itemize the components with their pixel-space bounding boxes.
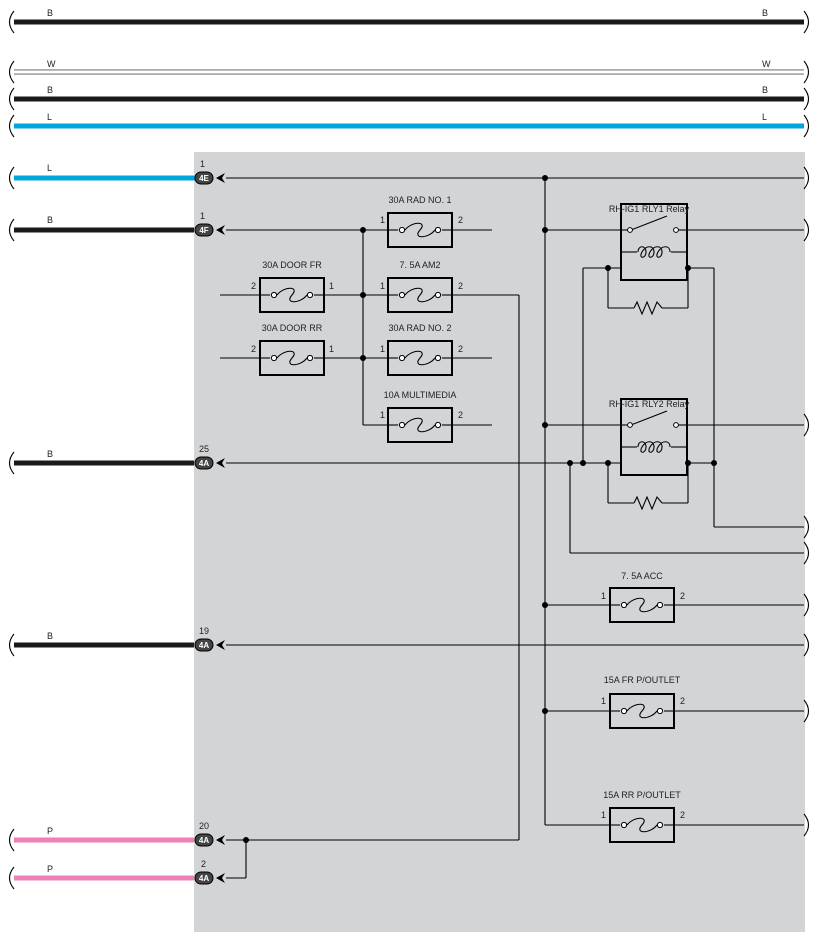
- pin-label: 1: [329, 344, 334, 354]
- harness-wire-2: W W: [8, 59, 810, 84]
- wire-label: P: [47, 864, 53, 874]
- connector-4A-pin-19: 4A 19: [194, 626, 225, 652]
- fuse-rad-no-1: 30A RAD NO. 1 1 2: [380, 195, 463, 248]
- relay-label: RH-IG1 RLY2 Relay: [609, 399, 690, 409]
- connector-pin: 20: [199, 821, 209, 831]
- wire-label: L: [47, 112, 52, 122]
- connector-pin: 1: [200, 211, 205, 221]
- wire-label: B: [47, 215, 53, 225]
- connector-code: 4A: [199, 459, 209, 468]
- relay-rh-ig1-rly2: RH-IG1 RLY2 Relay: [609, 398, 690, 476]
- pin-label: 2: [680, 810, 685, 820]
- connector-4F-pin-1: 4F 1: [194, 211, 225, 237]
- input-wire-4E-1: L: [8, 163, 194, 190]
- input-wire-4A-25: B: [8, 449, 194, 475]
- pin-label: 1: [601, 591, 606, 601]
- connector-pin: 25: [199, 444, 209, 454]
- fuse-fr-p-outlet: 15A FR P/OUTLET 1 2: [601, 675, 685, 729]
- connector-pin: 2: [201, 859, 206, 869]
- wire-label: W: [47, 59, 56, 69]
- input-wire-4A-2: P: [8, 864, 194, 890]
- connector-pin: 1: [200, 159, 205, 169]
- harness-wire-4: L L: [8, 112, 810, 138]
- internal-wiring: [220, 177, 804, 879]
- wire-label: B: [47, 8, 53, 18]
- pin-label: 2: [458, 344, 463, 354]
- wire-label: B: [762, 85, 768, 95]
- connector-4E-pin-1: 4E 1: [194, 159, 225, 185]
- fuse-label: 30A RAD NO. 1: [388, 195, 451, 205]
- connector-code: 4A: [199, 641, 209, 650]
- connector-code: 4A: [199, 836, 209, 845]
- fuse-am2: 7. 5A AM2 1 2: [380, 260, 463, 313]
- pin-label: 1: [601, 810, 606, 820]
- fuse-door-rr: 30A DOOR RR 2 1: [251, 323, 334, 376]
- wire-label: B: [762, 8, 768, 18]
- wire-label: W: [762, 59, 771, 69]
- pin-label: 2: [458, 281, 463, 291]
- fuse-door-fr: 30A DOOR FR 2 1: [251, 260, 334, 313]
- relay-label: RH-IG1 RLY1 Relay: [609, 204, 690, 214]
- wire-label: B: [47, 631, 53, 641]
- relay-rh-ig1-rly1: RH-IG1 RLY1 Relay: [609, 203, 690, 281]
- pin-label: 1: [601, 696, 606, 706]
- fuse-label: 7. 5A AM2: [399, 260, 440, 270]
- connector-code: 4E: [199, 174, 209, 183]
- fuse-rad-no-2: 30A RAD NO. 2 1 2: [380, 323, 463, 376]
- harness-wire-1: B B: [8, 8, 810, 34]
- fuse-acc: 7. 5A ACC 1 2: [601, 571, 685, 623]
- pin-label: 1: [380, 344, 385, 354]
- connector-code: 4F: [199, 226, 208, 235]
- right-edge-terminations: [803, 166, 810, 837]
- fuse-label: 30A DOOR FR: [262, 260, 322, 270]
- pin-label: 2: [680, 591, 685, 601]
- fuse-label: 15A FR P/OUTLET: [604, 675, 681, 685]
- pin-label: 2: [458, 215, 463, 225]
- wire-label: B: [47, 85, 53, 95]
- pin-label: 1: [329, 281, 334, 291]
- fuse-label: 10A MULTIMEDIA: [384, 390, 457, 400]
- fuse-label: 7. 5A ACC: [621, 571, 663, 581]
- pin-label: 2: [680, 696, 685, 706]
- pin-label: 2: [251, 344, 256, 354]
- input-wire-4A-20: P: [8, 826, 194, 852]
- connector-4A-pin-25: 4A 25: [194, 444, 225, 470]
- fuse-label: 30A RAD NO. 2: [388, 323, 451, 333]
- junction-block-panel: [194, 152, 805, 932]
- pin-label: 1: [380, 410, 385, 420]
- pin-label: 2: [251, 281, 256, 291]
- connector-code: 4A: [199, 874, 209, 883]
- pin-label: 2: [458, 410, 463, 420]
- connector-pin: 19: [199, 626, 209, 636]
- connector-4A-pin-2: 4A 2: [194, 859, 225, 885]
- fuse-multimedia: 10A MULTIMEDIA 1 2: [380, 390, 463, 443]
- harness-wire-3: B B: [8, 85, 810, 111]
- connector-4A-pin-20: 4A 20: [194, 821, 225, 847]
- wire-label: P: [47, 826, 53, 836]
- input-wire-4F-1: B: [8, 215, 194, 242]
- wire-label: L: [47, 163, 52, 173]
- pin-label: 1: [380, 215, 385, 225]
- input-wire-4A-19: B: [8, 631, 194, 657]
- fuse-label: 15A RR P/OUTLET: [603, 790, 681, 800]
- pin-label: 1: [380, 281, 385, 291]
- fuse-label: 30A DOOR RR: [262, 323, 323, 333]
- fuse-rr-p-outlet: 15A RR P/OUTLET 1 2: [601, 790, 685, 843]
- wire-label: B: [47, 449, 53, 459]
- wire-label: L: [762, 112, 767, 122]
